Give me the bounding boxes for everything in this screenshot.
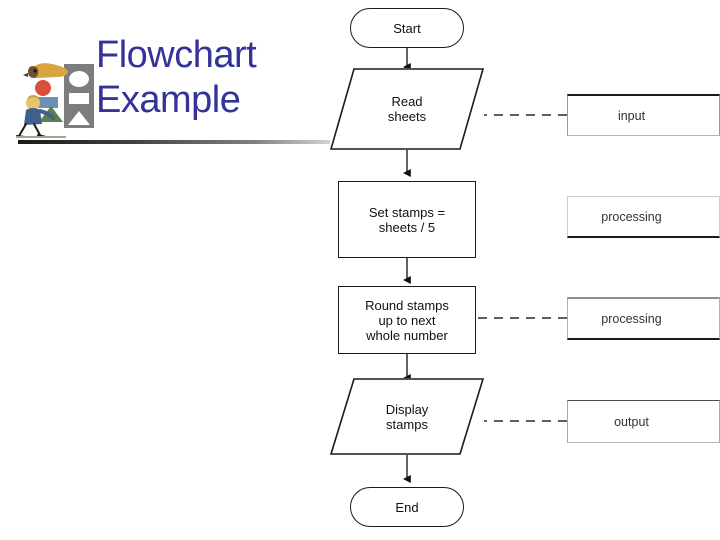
title-block: Flowchart Example: [0, 0, 360, 155]
annotation-processing-2[interactable]: processing: [567, 297, 720, 340]
annotation-input[interactable]: input: [567, 94, 720, 136]
annotation-processing-2-label: processing: [601, 311, 662, 326]
flow-node-read-sheets[interactable]: Read sheets: [330, 68, 484, 150]
annotation-input-label: input: [617, 108, 646, 123]
flow-node-round-stamps-label: Round stamps up to next whole number: [365, 297, 449, 343]
annotation-output[interactable]: output: [567, 400, 720, 443]
person-sorting-shapes-with-dog-clipart: [14, 52, 100, 140]
flow-node-start[interactable]: Start: [350, 8, 464, 48]
annotation-output-label: output: [614, 414, 649, 429]
page-title: Flowchart Example: [96, 34, 257, 121]
parallelogram-shape: [330, 68, 484, 150]
flow-node-end-label: End: [395, 499, 419, 515]
flow-node-start-label: Start: [393, 20, 421, 36]
flow-node-end[interactable]: End: [350, 487, 464, 527]
annotation-processing-1-label: processing: [601, 209, 662, 224]
annotation-processing-1[interactable]: processing: [567, 196, 720, 238]
flow-node-read-sheets-label: Read sheets: [387, 94, 427, 124]
flow-node-display-stamps[interactable]: Display stamps: [330, 378, 484, 455]
parallelogram-shape: [330, 378, 484, 455]
flow-node-set-stamps[interactable]: Set stamps = sheets / 5: [338, 181, 476, 258]
flow-node-display-stamps-label: Display stamps: [385, 401, 429, 432]
flow-node-set-stamps-label: Set stamps = sheets / 5: [368, 204, 446, 235]
title-underline-rule: [18, 140, 346, 144]
flow-node-round-stamps[interactable]: Round stamps up to next whole number: [338, 286, 476, 354]
